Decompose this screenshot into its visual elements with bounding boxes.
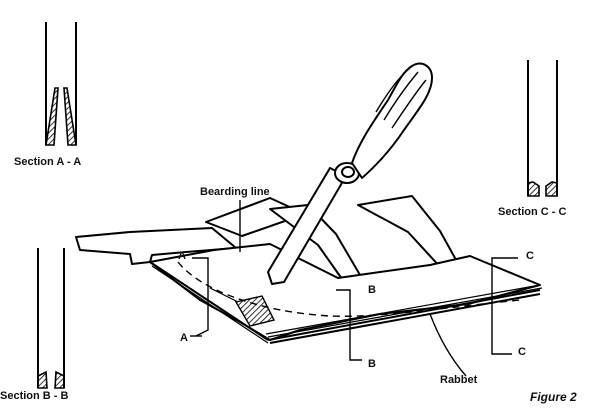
section-cc-label: Section C - C <box>498 206 567 218</box>
section-aa-label: Section A - A <box>14 156 82 168</box>
label-c-top: C <box>526 250 534 262</box>
label-a-top: A <box>178 250 186 262</box>
leader-lines <box>190 200 518 377</box>
section-bb-drawing <box>37 248 65 389</box>
section-bb-label: Section B - B <box>0 390 69 402</box>
section-aa-drawing <box>45 22 77 146</box>
rabbet-cut <box>234 295 276 327</box>
label-b-bottom: B <box>368 358 376 370</box>
bearding-line-label: Bearding line <box>200 186 270 198</box>
label-b-top: B <box>368 284 376 296</box>
rabbet-label: Rabbet <box>440 374 478 386</box>
label-a-bottom: A <box>180 332 188 344</box>
section-cc-drawing <box>527 60 558 197</box>
label-c-bottom: C <box>518 346 526 358</box>
chisel <box>267 62 433 285</box>
figure-label: Figure 2 <box>530 390 577 404</box>
